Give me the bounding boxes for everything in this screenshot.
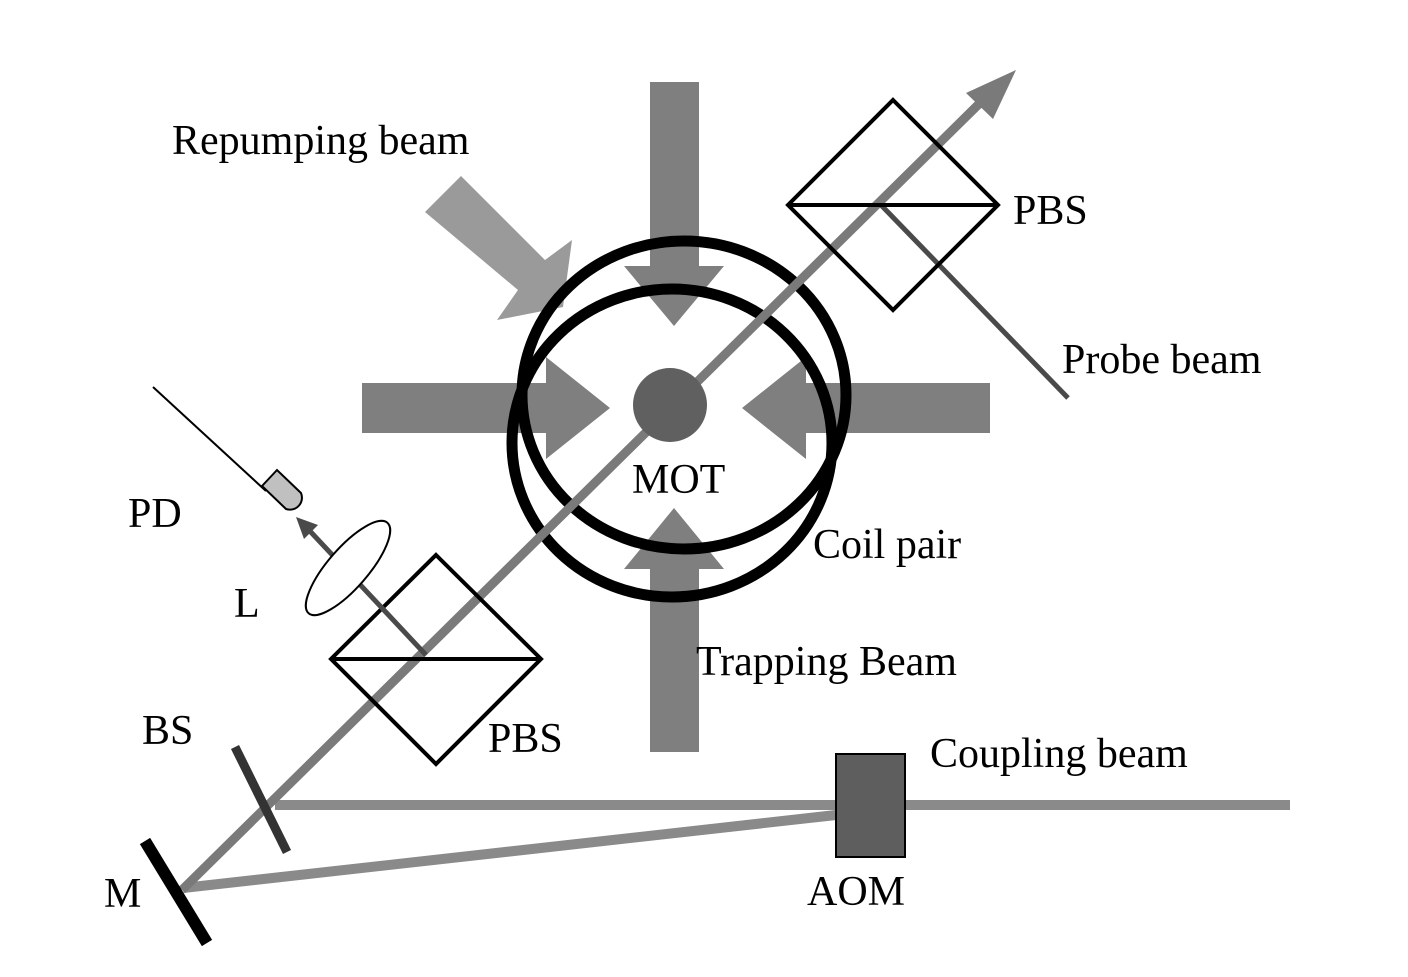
coupling-beam-path xyxy=(182,800,1290,893)
photodiode-icon xyxy=(152,386,303,511)
trapping-beams xyxy=(362,82,990,752)
pbs-bottom xyxy=(328,552,544,767)
repumping-beam-arrow xyxy=(425,176,572,320)
label-aom: AOM xyxy=(807,869,905,915)
label-coil-pair: Coil pair xyxy=(813,522,961,568)
pd-beam xyxy=(296,517,428,657)
label-coupling-beam: Coupling beam xyxy=(930,731,1188,777)
label-pbs-bottom: PBS xyxy=(488,716,563,762)
label-lens: L xyxy=(234,581,260,627)
label-probe-beam: Probe beam xyxy=(1062,337,1262,383)
trapping-beam-right-arrow xyxy=(742,357,990,459)
trapping-beam-bottom-arrow xyxy=(624,508,724,752)
label-repumping-beam: Repumping beam xyxy=(172,118,470,164)
coil-lower xyxy=(506,283,838,603)
probe-beam-arrowhead xyxy=(966,70,1016,119)
trapping-beam-left-arrow xyxy=(362,357,610,459)
lens xyxy=(304,519,392,617)
pbs-top xyxy=(785,97,1001,313)
label-mot: MOT xyxy=(632,457,725,503)
probe-beam xyxy=(178,70,1070,894)
mirror xyxy=(139,837,213,947)
mot-cloud xyxy=(633,368,707,442)
beam-splitter xyxy=(230,745,292,854)
label-bs: BS xyxy=(142,708,193,754)
label-pbs-top: PBS xyxy=(1013,188,1088,234)
label-trapping-beam: Trapping Beam xyxy=(696,639,957,685)
label-pd: PD xyxy=(128,491,182,537)
aom-box xyxy=(835,753,906,858)
label-mirror: M xyxy=(104,871,141,917)
trapping-beam-top-arrow xyxy=(624,82,724,326)
probe-beam-input xyxy=(879,203,1070,400)
